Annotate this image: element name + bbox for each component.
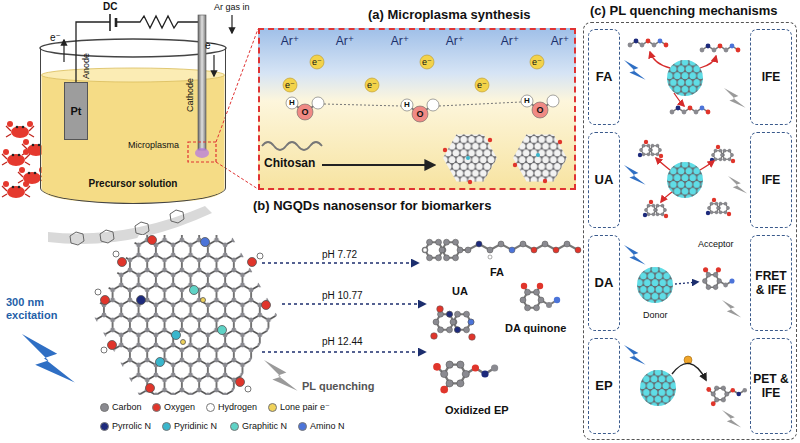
- analyte-label: FA: [596, 69, 613, 85]
- excitation-label: 300 nm excitation: [6, 296, 70, 321]
- legend-swatch: [100, 422, 109, 431]
- electron-label: e⁻: [532, 57, 542, 67]
- legend-swatch: [230, 422, 239, 431]
- legend-text: Hydrogen: [218, 402, 257, 412]
- mechanism-label: IFE: [762, 70, 781, 84]
- electron-label: e⁻: [205, 40, 216, 52]
- legend-item: Hydrogen: [206, 402, 257, 412]
- legend-text: Pyrrolic N: [112, 421, 151, 431]
- ion-label: Ar⁺: [501, 35, 519, 49]
- mechanism-box: PET & IFE: [750, 338, 792, 434]
- power-label: DC: [103, 1, 117, 13]
- atom-label: H: [524, 96, 530, 105]
- analyte-label: UA: [595, 172, 614, 188]
- electron-label: e⁻: [477, 80, 487, 90]
- legend-text: Pyridinic N: [174, 421, 217, 431]
- role-label: Donor: [643, 310, 668, 320]
- atom-label: O: [301, 107, 308, 117]
- ph-label: pH 10.77: [322, 290, 363, 302]
- anode-electrode: Pt: [64, 82, 88, 140]
- solution-label: Precursor solution: [89, 178, 178, 189]
- panel-title: (a) Microplasma synthesis: [368, 7, 531, 22]
- atom-label: O: [416, 109, 423, 119]
- legend-item: Pyridinic N: [162, 421, 217, 431]
- panel-title: (c) PL quenching mechanisms: [590, 3, 778, 18]
- legend-swatch: [298, 422, 307, 431]
- atom-label: O: [536, 105, 543, 115]
- legend-item: Carbon: [100, 402, 142, 412]
- role-label: Acceptor: [698, 239, 734, 249]
- analyte-label: Oxidized EP: [445, 404, 509, 417]
- electrode-label: Pt: [71, 105, 82, 117]
- ion-label: Ar⁺: [336, 35, 354, 49]
- legend-swatch: [206, 403, 215, 412]
- legend-item: Oxygen: [152, 402, 195, 412]
- electron-label: e⁻: [50, 32, 61, 44]
- ph-label: pH 12.44: [322, 336, 363, 348]
- analyte-label: DA quinone: [505, 322, 566, 335]
- atom-label: H: [404, 100, 410, 109]
- legend-item: Amino N: [298, 421, 345, 431]
- analyte-label: EP: [595, 378, 612, 394]
- electrode-label: Anode: [81, 53, 91, 79]
- legend-item: Pyrrolic N: [100, 421, 151, 431]
- legend-text: Carbon: [112, 402, 142, 412]
- ion-label: Ar⁺: [446, 35, 464, 49]
- mechanism-box: IFE: [750, 29, 792, 125]
- precursor-label: Chitosan: [264, 157, 315, 171]
- analyte-box: EP: [588, 338, 620, 434]
- gas-label: Ar gas in: [214, 2, 250, 12]
- analyte-box: UA: [588, 132, 620, 228]
- mechanism-panel: (c) PL quenching mechanismsFAIFEUAIFEDAF…: [583, 22, 797, 440]
- ion-label: Ar⁺: [551, 35, 569, 49]
- mechanism-label: PET & IFE: [753, 372, 789, 401]
- atom-label: H: [289, 98, 295, 107]
- legend-swatch: [100, 403, 109, 412]
- legend-swatch: [268, 403, 277, 412]
- analyte-box: DA: [588, 235, 620, 331]
- analyte-box: FA: [588, 29, 620, 125]
- mechanism-box: IFE: [750, 132, 792, 228]
- electron-label: e⁻: [367, 80, 377, 90]
- plasma-label: Microplasma: [128, 140, 179, 150]
- analyte-label: DA: [595, 275, 614, 291]
- legend-item: Graphitic N: [230, 421, 287, 431]
- legend-item: Lone pair e⁻: [268, 402, 330, 412]
- electron-label: e⁻: [285, 80, 295, 90]
- legend-swatch: [162, 422, 171, 431]
- mechanism-box: FRET & IFE: [750, 235, 792, 331]
- panel-title: (b) NGQDs nanosensor for biomarkers: [253, 199, 491, 214]
- legend-text: Amino N: [310, 421, 345, 431]
- legend-text: Graphitic N: [242, 421, 287, 431]
- legend-swatch: [152, 403, 161, 412]
- electron-label: e⁻: [312, 57, 322, 67]
- legend-text: Lone pair e⁻: [280, 402, 330, 412]
- electron-label: e⁻: [422, 57, 432, 67]
- ph-label: pH 7.72: [322, 249, 357, 261]
- mechanism-label: IFE: [762, 173, 781, 187]
- analyte-label: UA: [452, 285, 468, 298]
- analyte-label: FA: [490, 266, 504, 279]
- quenching-label: PL quenching: [302, 380, 375, 393]
- mechanism-label: FRET & IFE: [753, 269, 789, 298]
- ion-label: Ar⁺: [391, 35, 409, 49]
- electrode-label: Cathode: [185, 78, 195, 112]
- legend-text: Oxygen: [164, 402, 195, 412]
- ion-label: Ar⁺: [281, 35, 299, 49]
